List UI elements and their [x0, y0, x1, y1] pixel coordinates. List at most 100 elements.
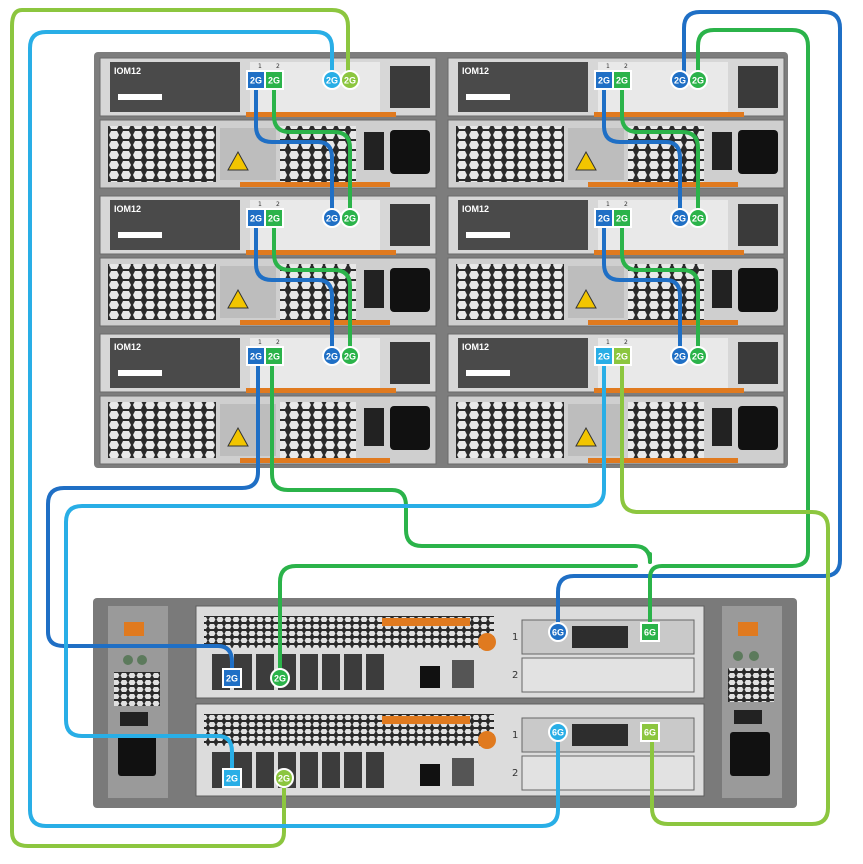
shelf-port-in-1[interactable]: 2G	[246, 70, 266, 90]
shelf-chain-blue[interactable]	[254, 80, 334, 218]
cable-green-node-a-2g[interactable]	[278, 552, 652, 678]
cable-blue-shelf3-left[interactable]	[46, 360, 260, 678]
shelf-chain-green[interactable]	[272, 218, 352, 356]
pull-tab[interactable]	[594, 112, 744, 117]
iom-latch[interactable]	[738, 66, 778, 108]
psu-pull-tab[interactable]	[588, 458, 738, 463]
pull-tab[interactable]	[246, 388, 396, 393]
node-b-6g-port-1[interactable]: 6G	[548, 722, 568, 742]
cable-light-blue-outer[interactable]	[28, 30, 560, 828]
cable-light-green-outer[interactable]	[10, 8, 350, 848]
shelf-port-out-1[interactable]: 2G	[322, 70, 342, 90]
pull-tab[interactable]	[594, 388, 744, 393]
cable-blue-right[interactable]	[556, 10, 842, 634]
shelf-chain-blue[interactable]	[602, 218, 682, 356]
node-a-2g-port-2[interactable]: 2G	[270, 668, 290, 688]
shelf-chain-green[interactable]	[620, 218, 700, 356]
power-switch[interactable]	[364, 270, 384, 308]
svg-text:2G: 2G	[598, 214, 610, 224]
svg-text:2G: 2G	[674, 214, 686, 224]
shelf-port-in-2[interactable]: 2G	[264, 70, 284, 90]
node-a-6g-port-1[interactable]: 6G	[548, 622, 568, 642]
release-knob[interactable]	[478, 731, 496, 749]
onboard-port[interactable]	[300, 752, 318, 788]
node-a-2g-port-1[interactable]: 2G	[222, 668, 242, 688]
controller-handle[interactable]	[382, 618, 470, 626]
node-b-2g-port-1[interactable]: 2G	[222, 768, 242, 788]
iom-latch[interactable]	[390, 66, 430, 108]
iom-faceplate	[458, 62, 588, 112]
shelf-port-out-2[interactable]: 2G	[688, 208, 708, 228]
port-2-tag: 2	[276, 63, 280, 70]
iom-latch[interactable]	[738, 204, 778, 246]
shelf-chain-green[interactable]	[620, 80, 700, 218]
onboard-port[interactable]	[300, 654, 318, 690]
shelf-chain-blue[interactable]	[254, 218, 334, 356]
shelf-port-out-2[interactable]: 2G	[688, 346, 708, 366]
node-b-2g-port-2[interactable]: 2G	[274, 768, 294, 788]
shelf-port-out-1[interactable]: 2G	[322, 208, 342, 228]
power-inlet	[738, 268, 778, 312]
psu-left	[108, 606, 168, 798]
iom-latch[interactable]	[390, 342, 430, 384]
shelf-port-in-2[interactable]: 2G	[612, 70, 632, 90]
cable-light-blue-shelf3-right[interactable]	[64, 360, 606, 780]
pull-tab[interactable]	[594, 250, 744, 255]
power-switch[interactable]	[712, 408, 732, 446]
cable-green-right[interactable]	[648, 28, 810, 634]
usb-ports[interactable]	[452, 758, 474, 786]
shelf-port-in-2[interactable]: 2G	[264, 208, 284, 228]
power-switch[interactable]	[364, 408, 384, 446]
onboard-port[interactable]	[366, 654, 384, 690]
psu-pull-tab[interactable]	[240, 320, 390, 325]
onboard-port[interactable]	[322, 654, 340, 690]
shelf-port-out-2[interactable]: 2G	[340, 208, 360, 228]
shelf-port-out-2[interactable]: 2G	[340, 346, 360, 366]
svg-text:2G: 2G	[674, 352, 686, 362]
cable-light-green-shelf3-right[interactable]	[620, 360, 830, 826]
shelf-chain-green[interactable]	[272, 80, 352, 218]
shelf-port-in-1[interactable]: 2G	[594, 70, 614, 90]
iom-latch[interactable]	[390, 204, 430, 246]
shelf-port-out-1[interactable]: 2G	[670, 70, 690, 90]
svg-text:2G: 2G	[598, 76, 610, 86]
shelf-port-in-1[interactable]: 2G	[246, 208, 266, 228]
power-switch[interactable]	[712, 132, 732, 170]
node-b-6g-port-2[interactable]: 6G	[640, 722, 660, 742]
shelf-port-out-1[interactable]: 2G	[322, 346, 342, 366]
controller-handle[interactable]	[382, 716, 470, 724]
onboard-port[interactable]	[344, 752, 362, 788]
usb-ports[interactable]	[452, 660, 474, 688]
onboard-port[interactable]	[344, 654, 362, 690]
psu-pull-tab[interactable]	[240, 182, 390, 187]
onboard-port[interactable]	[322, 752, 340, 788]
shelf-port-in-2[interactable]: 2G	[612, 346, 632, 366]
shelf-port-in-1[interactable]: 2G	[594, 346, 614, 366]
onboard-port[interactable]	[256, 654, 274, 690]
shelf-port-in-2[interactable]: 2G	[612, 208, 632, 228]
psu-pull-tab[interactable]	[588, 320, 738, 325]
rj45-port[interactable]	[420, 666, 440, 688]
shelf-port-in-1[interactable]: 2G	[594, 208, 614, 228]
shelf-port-out-2[interactable]: 2G	[340, 70, 360, 90]
svg-text:2G: 2G	[268, 214, 280, 224]
shelf-chain-blue[interactable]	[602, 80, 682, 218]
power-switch[interactable]	[712, 270, 732, 308]
shelf-port-out-1[interactable]: 2G	[670, 208, 690, 228]
shelf-port-out-1[interactable]: 2G	[670, 346, 690, 366]
psu-pull-tab[interactable]	[588, 182, 738, 187]
release-knob[interactable]	[478, 633, 496, 651]
shelf-port-in-1[interactable]: 2G	[246, 346, 266, 366]
power-switch[interactable]	[364, 132, 384, 170]
rj45-port[interactable]	[420, 764, 440, 786]
shelf-port-out-2[interactable]: 2G	[688, 70, 708, 90]
onboard-port[interactable]	[366, 752, 384, 788]
psu-right	[722, 606, 782, 798]
pull-tab[interactable]	[246, 250, 396, 255]
shelf-port-in-2[interactable]: 2G	[264, 346, 284, 366]
iom-latch[interactable]	[738, 342, 778, 384]
pull-tab[interactable]	[246, 112, 396, 117]
psu-pull-tab[interactable]	[240, 458, 390, 463]
node-a-6g-port-2[interactable]: 6G	[640, 622, 660, 642]
onboard-port[interactable]	[256, 752, 274, 788]
